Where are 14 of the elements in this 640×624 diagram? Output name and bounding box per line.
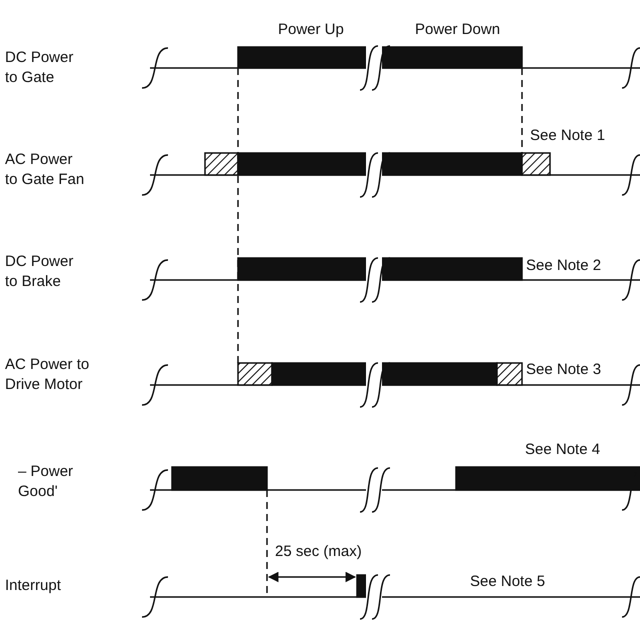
note-text: See Note 5 [470, 572, 546, 592]
note-text: See Note 1 [530, 126, 606, 146]
signal-name: DC Power to Brake [5, 252, 74, 292]
signal-name: Interrupt [5, 576, 61, 596]
signal-name: AC Power to Drive Motor [5, 355, 90, 395]
signal-name: – Power Good' [18, 462, 74, 502]
signal-name: DC Power to Gate [5, 48, 74, 88]
phase-heading: Power Down [415, 20, 500, 40]
note-text: See Note 4 [525, 440, 600, 460]
duration-label: 25 sec (max) [275, 542, 362, 562]
phase-heading: Power Up [278, 20, 344, 40]
note-text: See Note 2 [526, 256, 602, 276]
signal-name: AC Power to Gate Fan [5, 150, 86, 190]
note-text: See Note 3 [526, 360, 602, 380]
